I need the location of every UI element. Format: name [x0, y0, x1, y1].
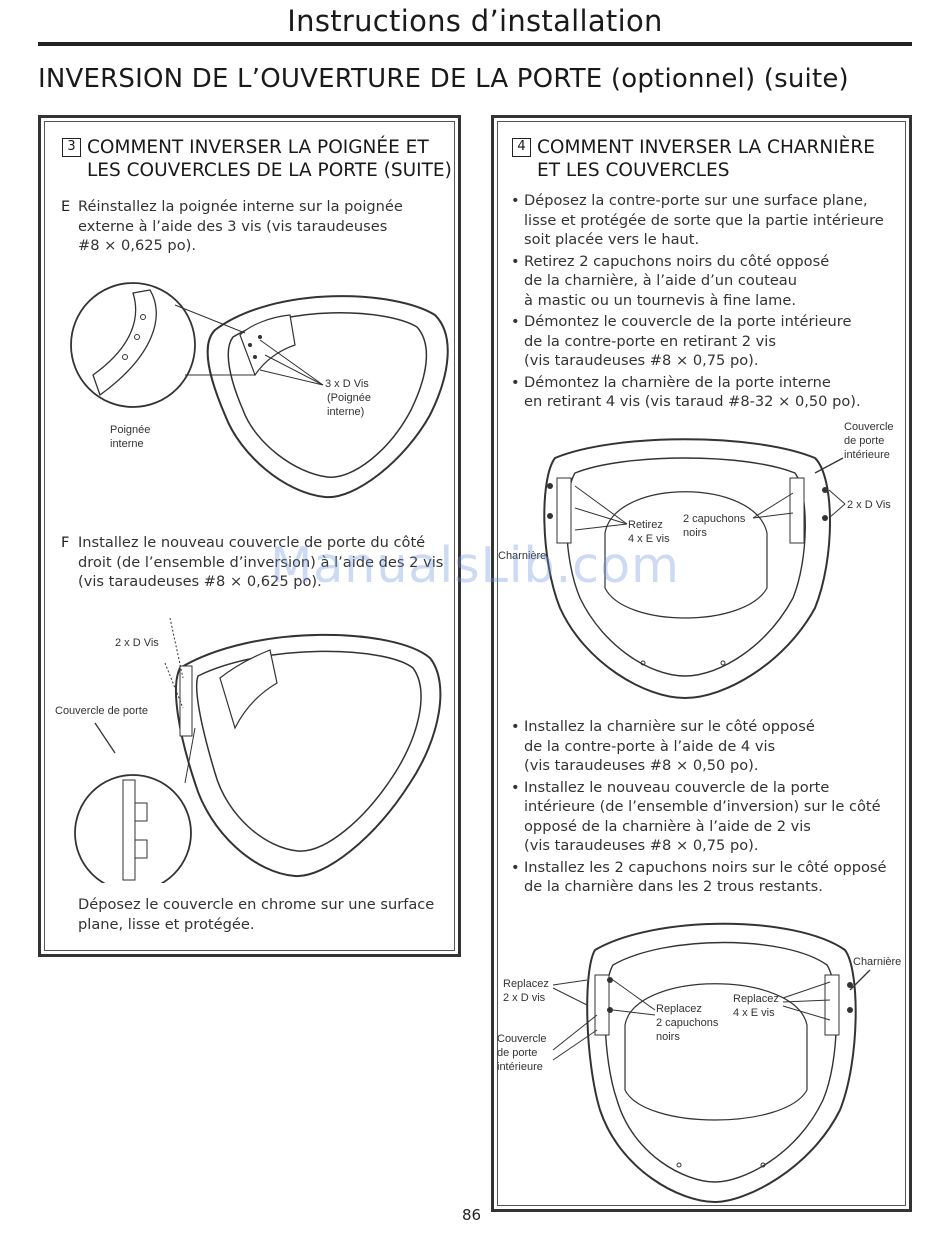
bullet-line: opposé de la charnière à l’aide de 2 vis: [524, 817, 811, 835]
bullet-line: Déposez la contre-porte sur une surface …: [524, 192, 868, 209]
right-instruction-panel: [491, 115, 912, 1212]
fig-bottom-caps-label-2: 2 capuchons: [656, 1017, 719, 1029]
fig-top-caps-label-2: noirs: [683, 527, 707, 539]
fig-top-dvis-label: 2 x D Vis: [847, 499, 891, 511]
step-e-text: E Réinstallez la poignée interne sur la …: [61, 197, 403, 256]
left-heading-line-2: LES COUVERCLES DE LA PORTE (SUITE): [87, 160, 452, 181]
fig-e-screws-label-1: 3 x D Vis: [325, 378, 369, 390]
bullet-item: Installez les 2 capuchons noirs sur le c…: [511, 858, 886, 897]
bullet-line: de la contre-porte en retirant 2 vis: [524, 332, 776, 350]
right-panel-inner-border: [497, 121, 906, 1206]
step-f-line: Installez le nouveau couvercle de porte …: [78, 534, 426, 551]
fig-f-cover-label: Couvercle de porte: [55, 705, 148, 717]
fig-bottom-replace-d-label-1: Replacez: [503, 978, 549, 990]
fig-bottom-replace-d-label-2: 2 x D vis: [503, 992, 546, 1004]
closing-text: Déposez le couvercle en chrome sur une s…: [78, 895, 434, 934]
fig-bottom-hinge-label: Charnière: [853, 956, 901, 968]
step-e-letter: E: [61, 198, 71, 215]
figure-install-hinge: Replacez 2 x D vis Couvercle de porte in…: [497, 922, 901, 1204]
fig-e-handle-label-1: Poignée: [110, 424, 150, 436]
left-panel-inner-border: [44, 121, 455, 951]
page-number: 86: [462, 1206, 482, 1224]
bullet-line: Retirez 2 capuchons noirs du côté opposé: [524, 252, 830, 270]
bullet-line: de la charnière dans les 2 trous restant…: [524, 878, 823, 895]
bullet-item: Retirez 2 capuchons noirs du côté opposé…: [511, 252, 884, 311]
bullets-top: Déposez la contre-porte sur une surface …: [511, 191, 884, 414]
bullet-line: Démontez le couvercle de la porte intéri…: [524, 313, 852, 330]
left-section-heading: 3 COMMENT INVERSER LA POIGNÉE ET LES COU…: [62, 136, 452, 182]
bullet-item: Installez le nouveau couvercle de la por…: [511, 778, 886, 856]
fig-top-remove-label-2: 4 x E vis: [628, 533, 670, 545]
figure-e-handle-screws: 3 x D Vis (Poignée interne) Poignée inte…: [70, 282, 449, 499]
right-heading-line-2: ET LES COUVERCLES: [537, 160, 730, 181]
fig-bottom-replace-e-label-1: Replacez: [733, 993, 779, 1005]
fig-top-cover-label-3: intérieure: [844, 449, 890, 461]
section-number-box: 4: [512, 138, 531, 157]
watermark: ManualsLib.com: [270, 537, 680, 594]
step-e-line: #8 × 0,625 po).: [78, 237, 196, 254]
bullet-item: Démontez le couvercle de la porte intéri…: [511, 312, 884, 371]
closing-line: plane, lisse et protégée.: [78, 915, 255, 933]
fig-bottom-cover-label-2: de porte: [497, 1047, 537, 1059]
fig-top-hinge-label: Charnière: [498, 550, 546, 562]
fig-bottom-cover-label-1: Couvercle: [497, 1033, 547, 1045]
bullet-item: Déposez la contre-porte sur une surface …: [511, 191, 884, 250]
bullet-line: Installez les 2 capuchons noirs sur le c…: [524, 858, 887, 876]
fig-bottom-caps-label-1: Replacez: [656, 1003, 702, 1015]
bullet-line: lisse et protégée de sorte que la partie…: [524, 211, 884, 229]
figure-remove-hinge: Couvercle de porte intérieure 2 x D Vis …: [498, 421, 894, 700]
header-title: Instructions d’installation: [287, 4, 663, 38]
bullet-line: Installez le nouveau couvercle de la por…: [524, 778, 830, 796]
right-section-heading: 4 COMMENT INVERSER LA CHARNIÈRE ET LES C…: [512, 136, 875, 182]
bullets-bottom: Installez la charnière sur le côté oppos…: [511, 717, 886, 899]
left-instruction-panel: [38, 115, 461, 957]
step-f-text: F Installez le nouveau couvercle de port…: [61, 533, 444, 592]
fig-bottom-caps-label-3: noirs: [656, 1031, 680, 1043]
fig-top-cover-label-2: de porte: [844, 435, 884, 447]
header-rule: [38, 42, 912, 46]
fig-top-caps-label-1: 2 capuchons: [683, 513, 746, 525]
page-title: INVERSION DE L’OUVERTURE DE LA PORTE (op…: [38, 64, 849, 94]
bullet-line: (vis taraudeuses #8 × 0,75 po).: [524, 352, 759, 369]
bullet-item: Installez la charnière sur le côté oppos…: [511, 717, 886, 776]
fig-e-handle-label-2: interne: [110, 438, 144, 450]
fig-top-cover-label-1: Couvercle: [844, 421, 894, 433]
bullet-line: de la charnière, à l’aide d’un couteau: [524, 272, 797, 289]
bullet-line: (vis taraudeuses #8 × 0,50 po).: [524, 757, 759, 774]
fig-bottom-cover-label-3: intérieure: [497, 1061, 543, 1073]
step-f-line: droit (de l’ensemble d’inversion) à l’ai…: [78, 553, 444, 571]
fig-e-screws-label-3: interne): [327, 406, 364, 418]
step-e-line: Réinstallez la poignée interne sur la po…: [78, 198, 403, 215]
step-f-letter: F: [61, 534, 70, 551]
bullet-item: Démontez la charnière de la porte intern…: [511, 373, 884, 412]
fig-f-screws-label: 2 x D Vis: [115, 637, 159, 649]
section-number-box: 3: [62, 138, 81, 157]
left-heading-line-1: COMMENT INVERSER LA POIGNÉE ET: [87, 137, 429, 158]
figure-f-door-cover: 2 x D Vis Couvercle de porte: [55, 617, 442, 883]
step-e-line: externe à l’aide des 3 vis (vis taraudeu…: [78, 217, 388, 235]
bullet-line: soit placée vers le haut.: [524, 231, 700, 248]
right-heading-line-1: COMMENT INVERSER LA CHARNIÈRE: [537, 137, 875, 158]
fig-top-remove-label-1: Retirez: [628, 519, 663, 531]
step-f-line: (vis taraudeuses #8 × 0,625 po).: [78, 573, 322, 590]
bullet-line: en retirant 4 vis (vis taraud #8-32 × 0,…: [524, 393, 861, 410]
closing-line: Déposez le couvercle en chrome sur une s…: [78, 896, 435, 913]
fig-bottom-replace-e-label-2: 4 x E vis: [733, 1007, 775, 1019]
bullet-line: de la contre-porte à l’aide de 4 vis: [524, 737, 776, 755]
fig-e-screws-label-2: (Poignée: [327, 392, 371, 404]
bullet-line: Démontez la charnière de la porte intern…: [524, 373, 831, 391]
bullet-line: à mastic ou un tournevis à fine lame.: [524, 291, 797, 309]
bullet-line: (vis taraudeuses #8 × 0,75 po).: [524, 837, 759, 854]
bullet-line: Installez la charnière sur le côté oppos…: [524, 718, 815, 735]
bullet-line: intérieure (de l’ensemble d’inversion) s…: [524, 798, 881, 815]
